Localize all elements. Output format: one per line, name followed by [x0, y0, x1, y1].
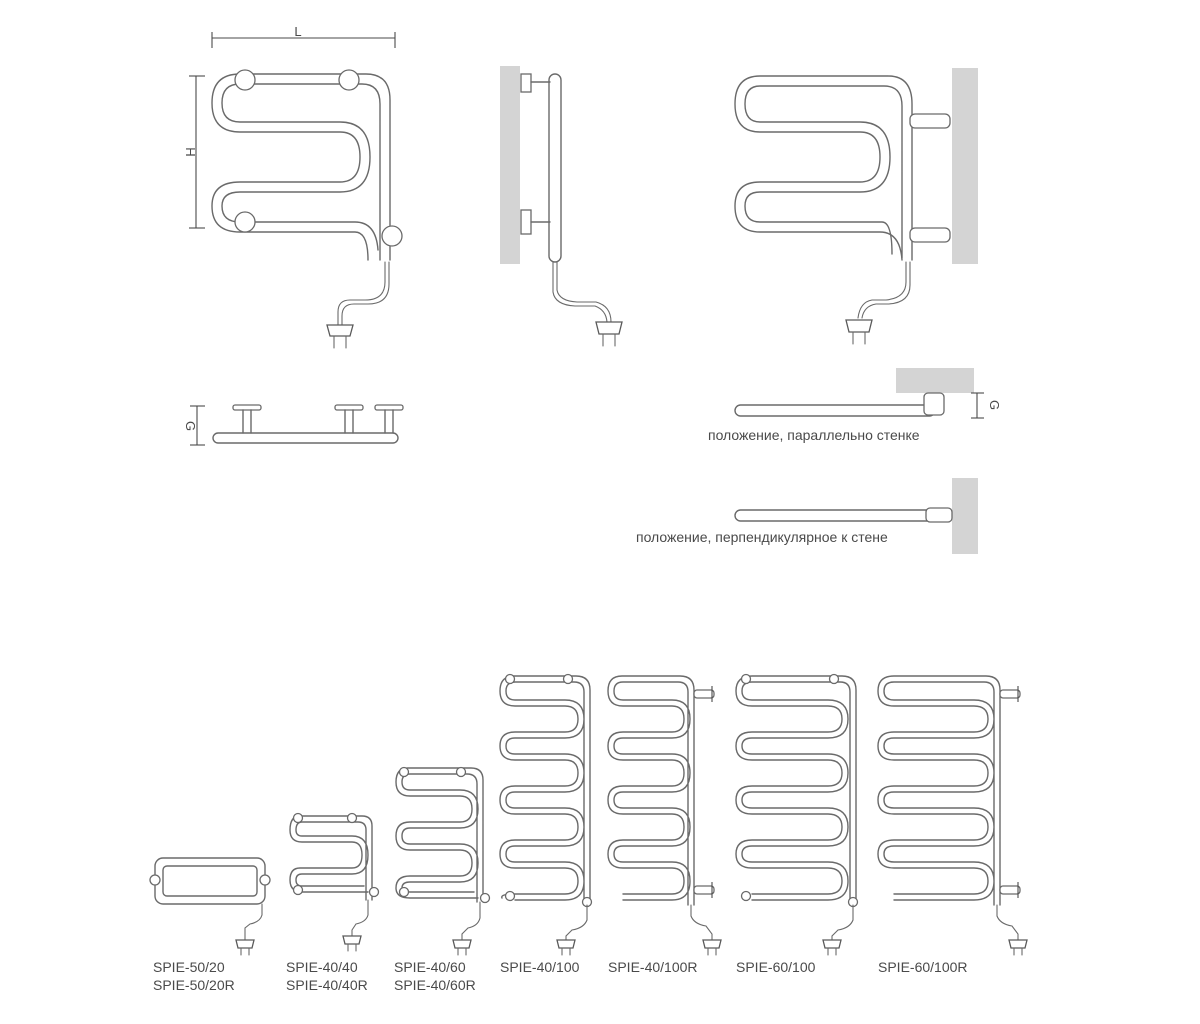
- wall-mount-icon: [381, 225, 403, 247]
- model-caption: SPIE-40/60R: [394, 977, 476, 993]
- model-caption: SPIE-40/40: [286, 959, 358, 975]
- model-spie-40-100-drawing: [499, 673, 593, 956]
- model-caption: SPIE-60/100: [736, 959, 816, 975]
- wall-bracket-icon: [909, 113, 951, 129]
- wall-mount-icon: [338, 69, 360, 91]
- model-caption: SPIE-40/40R: [286, 977, 368, 993]
- power-cable: [337, 261, 386, 326]
- top-view: G: [183, 404, 404, 446]
- model-caption: SPIE-40/60: [394, 959, 466, 975]
- parallel-position-caption: положение, параллельно стенке: [708, 427, 920, 443]
- parallel-position-view: G положение, параллельно стенке: [708, 368, 1002, 443]
- plug-icon: [326, 324, 354, 349]
- rail-profile: [548, 73, 562, 263]
- plug-icon: [845, 319, 873, 345]
- dimension-l-label: L: [294, 24, 301, 39]
- model-spie-40-100r-drawing: [607, 675, 722, 956]
- towel-rail-pipe-inner: [221, 83, 381, 261]
- model-caption: SPIE-40/100R: [608, 959, 698, 975]
- power-cable: [552, 261, 608, 323]
- model-caption: SPIE-50/20: [153, 959, 225, 975]
- wall-mount-icon: [234, 211, 256, 233]
- model-spie-60-100-drawing: [735, 673, 859, 956]
- dimension-h-label: H: [183, 147, 198, 156]
- towel-rail-pipe-outer: [211, 73, 391, 261]
- dimension-g-label: G: [987, 400, 1002, 410]
- wall-section: [500, 66, 520, 264]
- perpendicular-position-caption: положение, перпендикулярное к стене: [636, 529, 888, 545]
- model-caption: SPIE-50/20R: [153, 977, 235, 993]
- wall-section: [952, 478, 978, 554]
- wall-section: [952, 68, 978, 264]
- model-spie-60-100r-drawing: [877, 675, 1028, 956]
- model-spie-40-40-drawing: [289, 812, 380, 952]
- wall-bracket-icon: [923, 392, 945, 416]
- rail-top-profile: [734, 404, 936, 417]
- dimension-h: H: [183, 75, 205, 229]
- wall-mount-icon: [234, 69, 256, 91]
- wall-bracket-icon: [909, 227, 951, 243]
- power-cable: [857, 261, 907, 319]
- rail-top-profile: [734, 509, 936, 522]
- model-spie-40-60-drawing: [395, 766, 491, 956]
- side-view: [500, 66, 623, 347]
- model-spie-50-20-drawing: [149, 857, 271, 956]
- dimension-g-label: G: [183, 421, 198, 431]
- perpendicular-position-view: положение, перпендикулярное к стене: [636, 478, 978, 554]
- plug-icon: [595, 321, 623, 347]
- model-lineup: SPIE-50/20 SPIE-50/20R SPIE-40/40 SPIE-4…: [149, 673, 1028, 993]
- wall-bracket-icon: [925, 507, 953, 523]
- wall-section: [896, 368, 974, 393]
- front-view: L H: [183, 24, 403, 349]
- model-caption: SPIE-40/100: [500, 959, 580, 975]
- mirrored-front-view: [734, 68, 978, 345]
- dimension-l: L: [211, 24, 396, 48]
- model-caption: SPIE-60/100R: [878, 959, 968, 975]
- rail-top-profile: [212, 432, 399, 444]
